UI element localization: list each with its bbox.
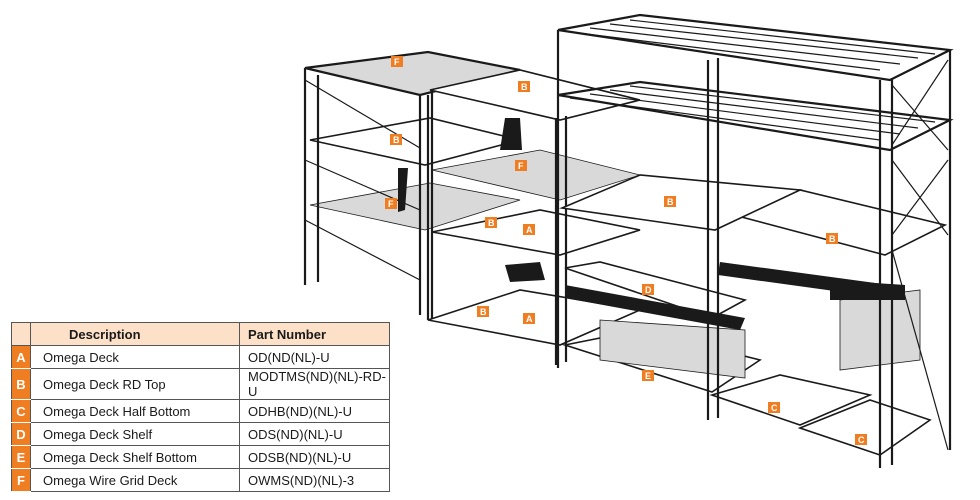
legend-description: Omega Deck Half Bottom [30, 399, 240, 423]
callout-label: C [771, 403, 778, 413]
legend-description: Omega Wire Grid Deck [30, 468, 240, 492]
legend-row: A Omega Deck OD(ND(NL)-U [11, 345, 390, 369]
callout-badge [515, 160, 527, 171]
callout-badge [523, 313, 535, 324]
right-rack [556, 13, 954, 468]
callout-badge [664, 196, 676, 207]
callout-label: A [526, 314, 533, 324]
legend-description: Omega Deck Shelf Bottom [30, 445, 240, 469]
callout-label: B [480, 307, 487, 317]
callout-badge [391, 56, 403, 67]
legend-row: E Omega Deck Shelf Bottom ODSB(ND)(NL)-U [11, 445, 390, 469]
legend-description: Omega Deck Shelf [30, 422, 240, 446]
legend-description: Omega Deck [30, 345, 240, 369]
legend-letter-badge: F [11, 468, 31, 492]
legend-part-number: OD(ND(NL)-U [239, 345, 390, 369]
legend-letter-badge: A [11, 345, 31, 369]
legend-part-number: ODS(ND)(NL)-U [239, 422, 390, 446]
callout-badge [523, 224, 535, 235]
callout-badge [826, 233, 838, 244]
legend-letter-badge: E [11, 445, 31, 469]
left-rack [303, 50, 522, 320]
left-middle-deck [309, 117, 521, 166]
callout-badge [485, 217, 497, 228]
legend-row: D Omega Deck Shelf ODS(ND)(NL)-U [11, 422, 390, 446]
shelf-d [564, 261, 748, 319]
wire-grid-deck-lower [309, 182, 521, 231]
callout-label: B [667, 197, 674, 207]
callout-label: B [521, 82, 528, 92]
legend-row: B Omega Deck RD Top MODTMS(ND)(NL)-RD-U [11, 368, 390, 400]
callout-badge [390, 134, 402, 145]
callout-badge [642, 370, 654, 381]
callout-badge [518, 81, 530, 92]
half-bottom-c1 [709, 374, 873, 426]
callout-badge [385, 198, 397, 209]
legend-header-row: Description Part Number [11, 322, 390, 346]
legend-letter-badge: C [11, 399, 31, 423]
center-middle-deck [431, 209, 641, 256]
callout-label: F [388, 199, 394, 209]
parts-legend-table: Description Part Number A Omega Deck OD(… [11, 322, 390, 492]
legend-description: Omega Deck RD Top [30, 368, 240, 400]
callout-badges: F B B F F B A B A B B D E C C [385, 56, 867, 445]
legend-part-number: ODHB(ND)(NL)-U [239, 399, 390, 423]
callout-label: C [858, 435, 865, 445]
callout-label: F [394, 57, 400, 67]
callout-badge [768, 402, 780, 413]
callout-label: E [645, 371, 651, 381]
callout-label: B [829, 234, 836, 244]
callout-label: B [488, 218, 495, 228]
legend-header-description: Description [30, 322, 240, 346]
legend-row: C Omega Deck Half Bottom ODHB(ND)(NL)-U [11, 399, 390, 423]
callout-label: A [526, 225, 533, 235]
callout-label: F [518, 161, 524, 171]
legend-row: F Omega Wire Grid Deck OWMS(ND)(NL)-3 [11, 468, 390, 492]
callout-label: B [393, 135, 400, 145]
legend-part-number: OWMS(ND)(NL)-3 [239, 468, 390, 492]
legend-header-letter [11, 322, 31, 346]
legend-letter-badge: B [11, 368, 31, 400]
callout-badge [477, 306, 489, 317]
center-right-middle-deck [559, 174, 803, 231]
half-bottom-c2 [797, 399, 932, 456]
legend-letter-badge: D [11, 422, 31, 446]
legend-header-part-number: Part Number [239, 322, 390, 346]
callout-badge [855, 434, 867, 445]
callout-label: D [645, 285, 652, 295]
legend-part-number: ODSB(ND)(NL)-U [239, 445, 390, 469]
callout-badge [642, 284, 654, 295]
legend-part-number: MODTMS(ND)(NL)-RD-U [239, 368, 390, 400]
